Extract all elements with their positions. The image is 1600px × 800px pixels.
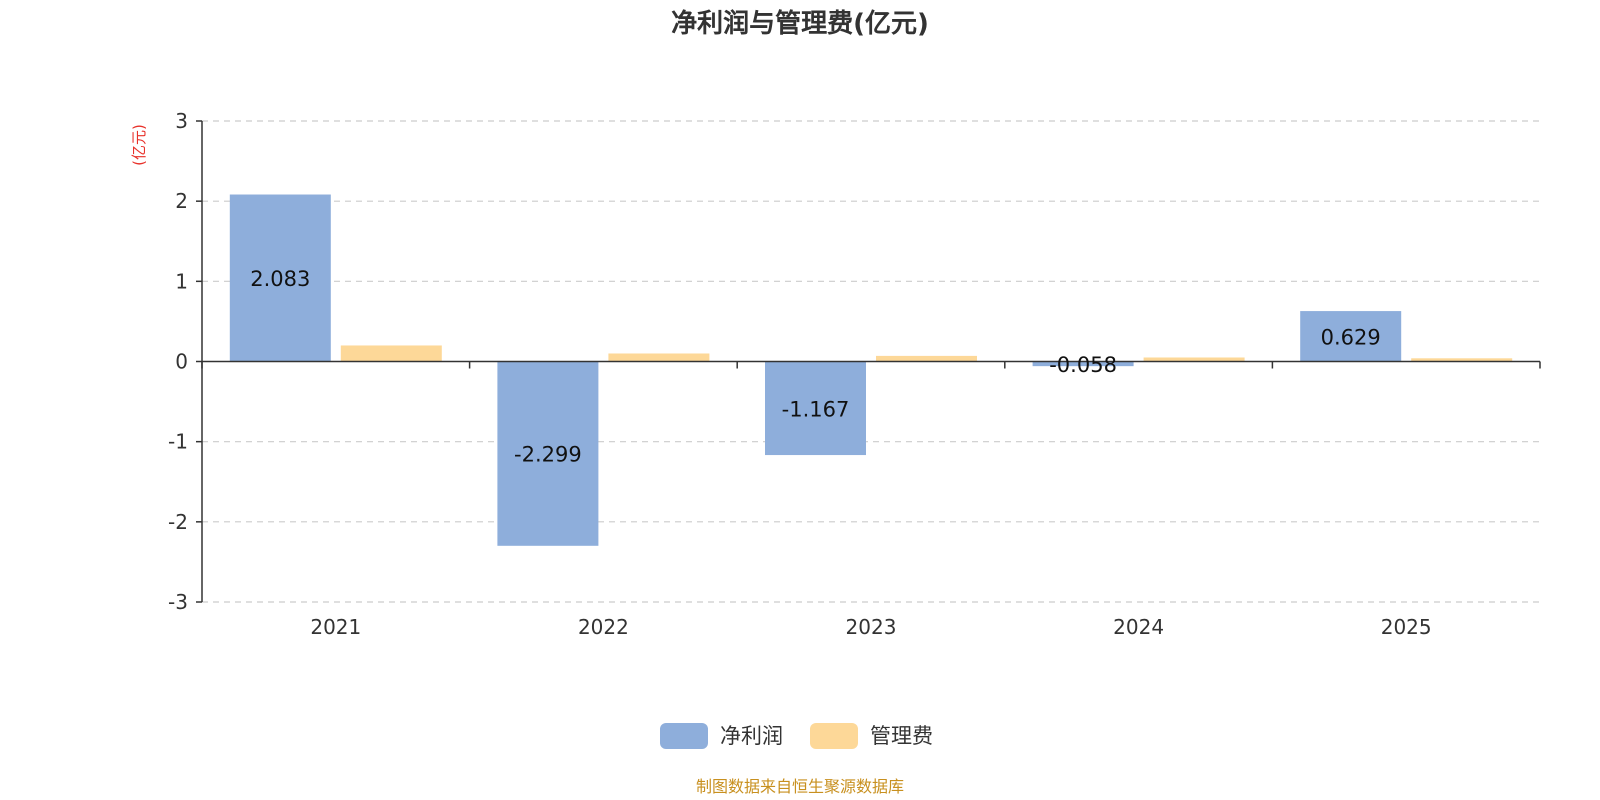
bar-1-0 [340,345,442,362]
bar-0-1 [497,361,599,546]
chart-title: 净利润与管理费(亿元) [671,8,929,39]
bar-1-2 [876,355,977,362]
bar-0-0 [229,194,331,362]
data-label: 0.629 [1321,325,1381,349]
bar-0-4 [1300,311,1402,362]
data-label: 2.083 [250,267,310,291]
bars [229,194,1513,546]
x-tick-label: 2023 [846,615,897,639]
data-labels: 2.083 -2.299 -1.167 -0.058 0.629 [250,267,1381,467]
legend-swatch [660,723,708,749]
y-tick-label: 1 [175,269,188,293]
data-label: -0.058 [1049,353,1117,377]
y-tick-label: -1 [168,430,188,454]
y-axis-label: (亿元) [130,124,148,166]
source-note: 制图数据来自恒生聚源数据库 [696,777,904,796]
bar-1-3 [1143,357,1245,362]
x-tick-label: 2025 [1381,615,1432,639]
legend-label: 净利润 [720,724,783,748]
y-tick-label: -2 [168,510,188,534]
data-label: -1.167 [782,397,850,421]
x-tick-label: 2024 [1113,615,1164,639]
bar-0-2 [765,361,866,456]
bar-1-1 [608,353,710,362]
y-tick-label: -3 [168,590,188,614]
axes: 3 2 1 0 -1 -2 -3 2021 2022 2023 2024 2025 [168,109,1541,639]
data-label: -2.299 [514,443,582,467]
y-tick-label: 3 [175,109,188,133]
legend: 净利润 管理费 [660,723,933,749]
x-tick-label: 2021 [310,615,361,639]
grid-lines [202,120,1540,603]
bar-1-4 [1411,358,1513,362]
bar-0-3 [1032,361,1134,367]
x-tick-label: 2022 [578,615,629,639]
y-tick-label: 2 [175,189,188,213]
legend-swatch [810,723,858,749]
legend-label: 管理费 [870,724,933,748]
y-tick-label: 0 [175,350,188,374]
